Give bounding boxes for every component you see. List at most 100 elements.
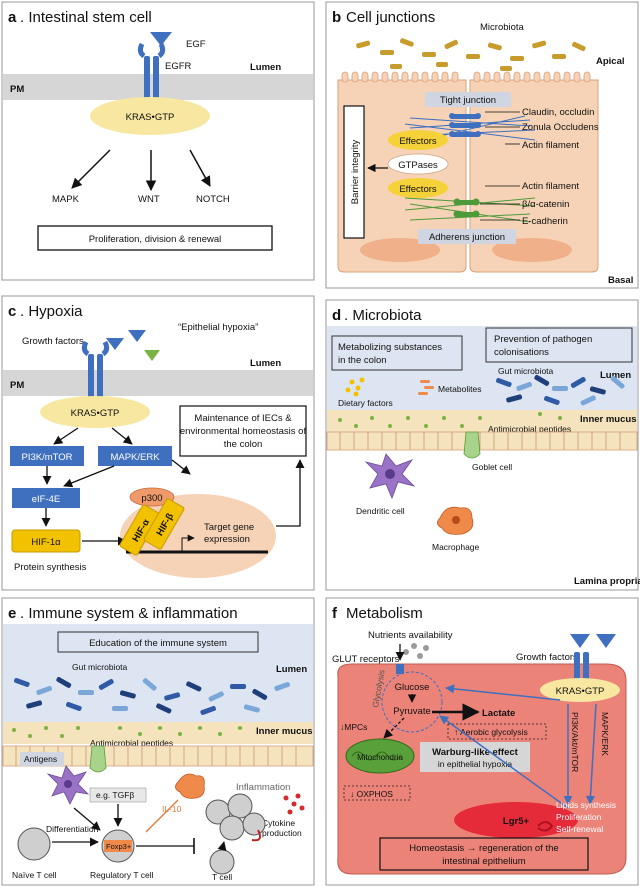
panel-a: a . Intestinal stem cell EGF Lumen PM EG… xyxy=(1,1,315,281)
effectors-label-2: Effectors xyxy=(399,184,437,195)
panel-b-letter: b xyxy=(332,9,341,26)
tight-junction-label: Tight junction xyxy=(440,95,496,106)
egf-triangle-icon xyxy=(150,32,172,46)
arrow-to-glucose xyxy=(445,684,561,701)
panel-b: b Cell junctions Microbiota Apical Tight… xyxy=(325,1,639,289)
nutrients-label: Nutrients availability xyxy=(368,630,453,641)
prevention-line-1: Prevention of pathogen xyxy=(494,334,592,345)
inner-mucus-label-e: Inner mucus xyxy=(256,726,313,737)
maintenance-line-3: the colon xyxy=(224,439,263,450)
p300-label: p300 xyxy=(141,493,162,504)
antimicrobial-dots-e xyxy=(12,726,242,738)
il10-arrow xyxy=(145,799,179,833)
growth-factors-label-c: Growth factors xyxy=(22,336,84,347)
naive-t-cell-icon xyxy=(17,827,51,861)
antimicrobial-dots-d xyxy=(338,412,562,428)
panel-a-title: . Intestinal stem cell xyxy=(20,9,152,26)
maintenance-line-2: environmental homeostasis of xyxy=(180,426,307,437)
tight-junction-proteins xyxy=(449,113,481,137)
panel-f-title: Metabolism xyxy=(346,605,423,622)
plasma-membrane-c xyxy=(3,370,313,396)
mitochondria-icon xyxy=(345,738,415,774)
inner-mucus-label-d: Inner mucus xyxy=(580,414,637,425)
goblet-cell-icon xyxy=(463,431,481,459)
cytokine-label-1: Cytokine xyxy=(262,818,295,828)
lumen-label-e: Lumen xyxy=(276,664,307,675)
inflammation-label: Inflammation xyxy=(236,782,290,793)
target-gene-label-1: Target gene xyxy=(204,522,254,533)
actin-label-1: Actin filament xyxy=(522,140,579,151)
growth-factor-triangle-f1 xyxy=(570,634,590,648)
lumen-label-c: Lumen xyxy=(250,358,281,369)
lumen-label-d: Lumen xyxy=(600,370,631,381)
antimicrobial-label-d: Antimicrobial peptides xyxy=(488,424,571,434)
receptor-icon-f xyxy=(574,652,589,682)
lumen-label-a: Lumen xyxy=(250,62,281,73)
metabolizing-line-2: in the colon xyxy=(338,355,387,366)
arrow-mapk xyxy=(71,149,111,189)
glut-receptor-icon xyxy=(396,664,404,674)
lactate-label: Lactate xyxy=(482,708,515,719)
growth-factors-label-f: Growth factors xyxy=(516,652,578,663)
kras-label-a: KRAS•GTP xyxy=(126,112,175,123)
gut-microbiota-rods-d xyxy=(496,374,625,406)
cadherin-label: E-cadherin xyxy=(522,216,568,227)
antigens-label: Antigens xyxy=(24,754,57,764)
dendritic-cell-label: Dendritic cell xyxy=(356,506,405,516)
foxp3-label: Foxp3+ xyxy=(106,842,132,851)
eif-box xyxy=(12,488,80,508)
panel-b-title: Cell junctions xyxy=(346,9,435,26)
cytokine-label-2: production xyxy=(262,828,302,838)
tight-junction-box xyxy=(425,92,511,107)
kras-oval-c xyxy=(40,396,150,428)
kras-oval-a xyxy=(90,97,210,135)
aerobic-box xyxy=(447,723,547,740)
panel-d-title: . Microbiota xyxy=(344,307,422,324)
epithelial-hypoxia-quote: “Epithelial hypoxia” xyxy=(178,322,258,333)
panel-c: c . Hypoxia “Epithelial hypoxia” Growth … xyxy=(1,295,315,591)
goblet-cell-icon-e xyxy=(89,745,107,773)
dietary-factors-dots xyxy=(345,377,365,397)
gut-microbiota-label-d: Gut microbiota xyxy=(498,366,554,376)
catenin-label: β/α-catenin xyxy=(522,199,569,210)
pi3k-label-c: PI3K/mTOR xyxy=(21,452,72,463)
panel-e: e . Immune system & inflammation Educati… xyxy=(1,597,315,886)
oxphos-label: ↓ OXPHOS xyxy=(350,789,393,799)
lgr5-label: Lgr5+ xyxy=(503,816,530,827)
wnt-label: WNT xyxy=(138,194,160,205)
t-cell-cluster xyxy=(205,793,266,841)
antimicrobial-label-e: Antimicrobial peptides xyxy=(90,738,173,748)
lipids-label: Lipids synthesis xyxy=(556,800,616,810)
prevention-line-2: colonisations xyxy=(494,347,549,358)
pi3k-label-f: PI3K/Akt/mTOR xyxy=(570,712,580,772)
metabolites-icon xyxy=(418,380,434,395)
pi3k-box-c xyxy=(10,446,84,466)
panel-e-title: . Immune system & inflammation xyxy=(20,605,238,622)
hif1a-label: HIF-1α xyxy=(31,537,61,548)
differentiation-label: Differentiation xyxy=(46,824,99,834)
macrophage-icon-e xyxy=(175,773,205,799)
proliferation-box xyxy=(37,225,273,251)
lamina-propria-label: Lamina propria xyxy=(574,576,640,587)
barrier-integrity-box xyxy=(343,105,365,239)
epithelium-d xyxy=(326,431,638,451)
warburg-label-2: in epithelial hypoxia xyxy=(438,759,512,769)
self-renewal-label: Self-renewal xyxy=(556,824,603,834)
homeostasis-box xyxy=(379,837,589,871)
growth-factor-triangle-1 xyxy=(106,338,124,350)
education-label: Education of the immune system xyxy=(89,638,227,649)
panel-a-letter: a xyxy=(8,9,17,26)
dietary-factors-label: Dietary factors xyxy=(338,398,393,408)
glycolysis-circle xyxy=(381,671,443,733)
arrow-notch xyxy=(189,149,211,187)
actin-label-2: Actin filament xyxy=(522,181,579,192)
panel-c-title: . Hypoxia xyxy=(20,303,83,320)
glucose-label: Glucose xyxy=(395,682,430,693)
basal-label: Basal xyxy=(608,275,633,286)
microbiota-label-b: Microbiota xyxy=(480,22,525,33)
mapk-box-c xyxy=(98,446,172,466)
panel-f: f Metabolism Nutrients availability GLUT… xyxy=(325,597,639,886)
metabolizing-box xyxy=(331,335,463,371)
kras-label-f: KRAS•GTP xyxy=(556,686,605,697)
